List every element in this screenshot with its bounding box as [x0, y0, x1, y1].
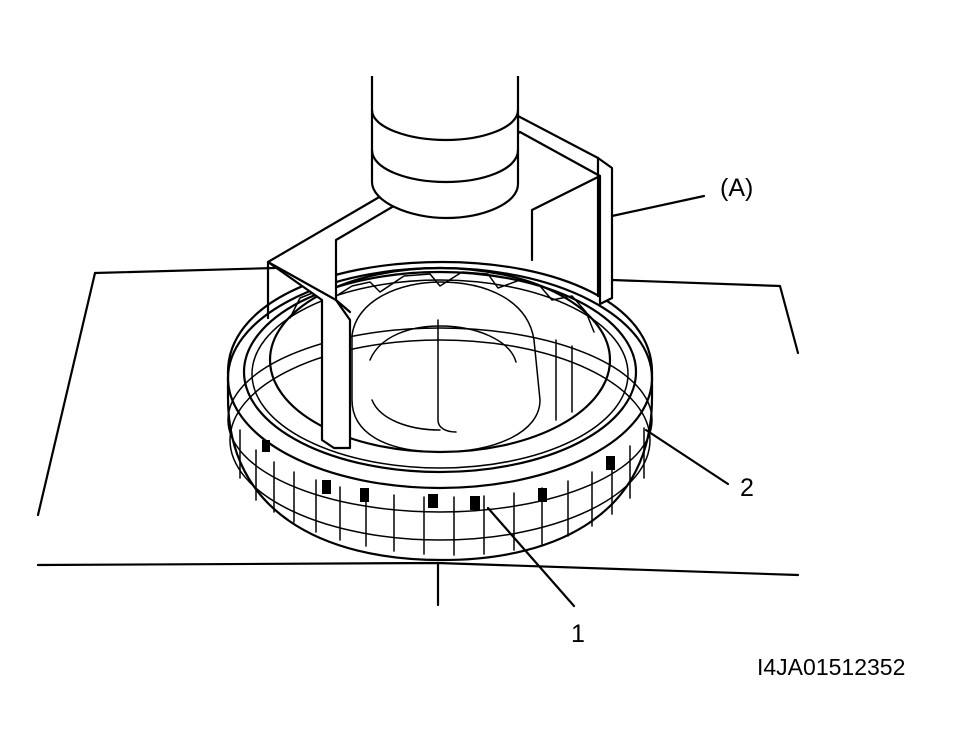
work-table	[36, 266, 800, 607]
gear-teeth	[239, 427, 645, 556]
figure-code: I4JA01512352	[757, 654, 906, 680]
snap-ring	[242, 270, 638, 474]
leader-lines	[486, 194, 730, 608]
ring-slots	[262, 440, 615, 510]
inner-drum	[268, 266, 612, 454]
press-ram	[370, 76, 520, 220]
callout-label-1: 1	[571, 620, 585, 648]
callout-label-a: (A)	[720, 174, 754, 202]
callout-label-2: 2	[740, 474, 754, 502]
